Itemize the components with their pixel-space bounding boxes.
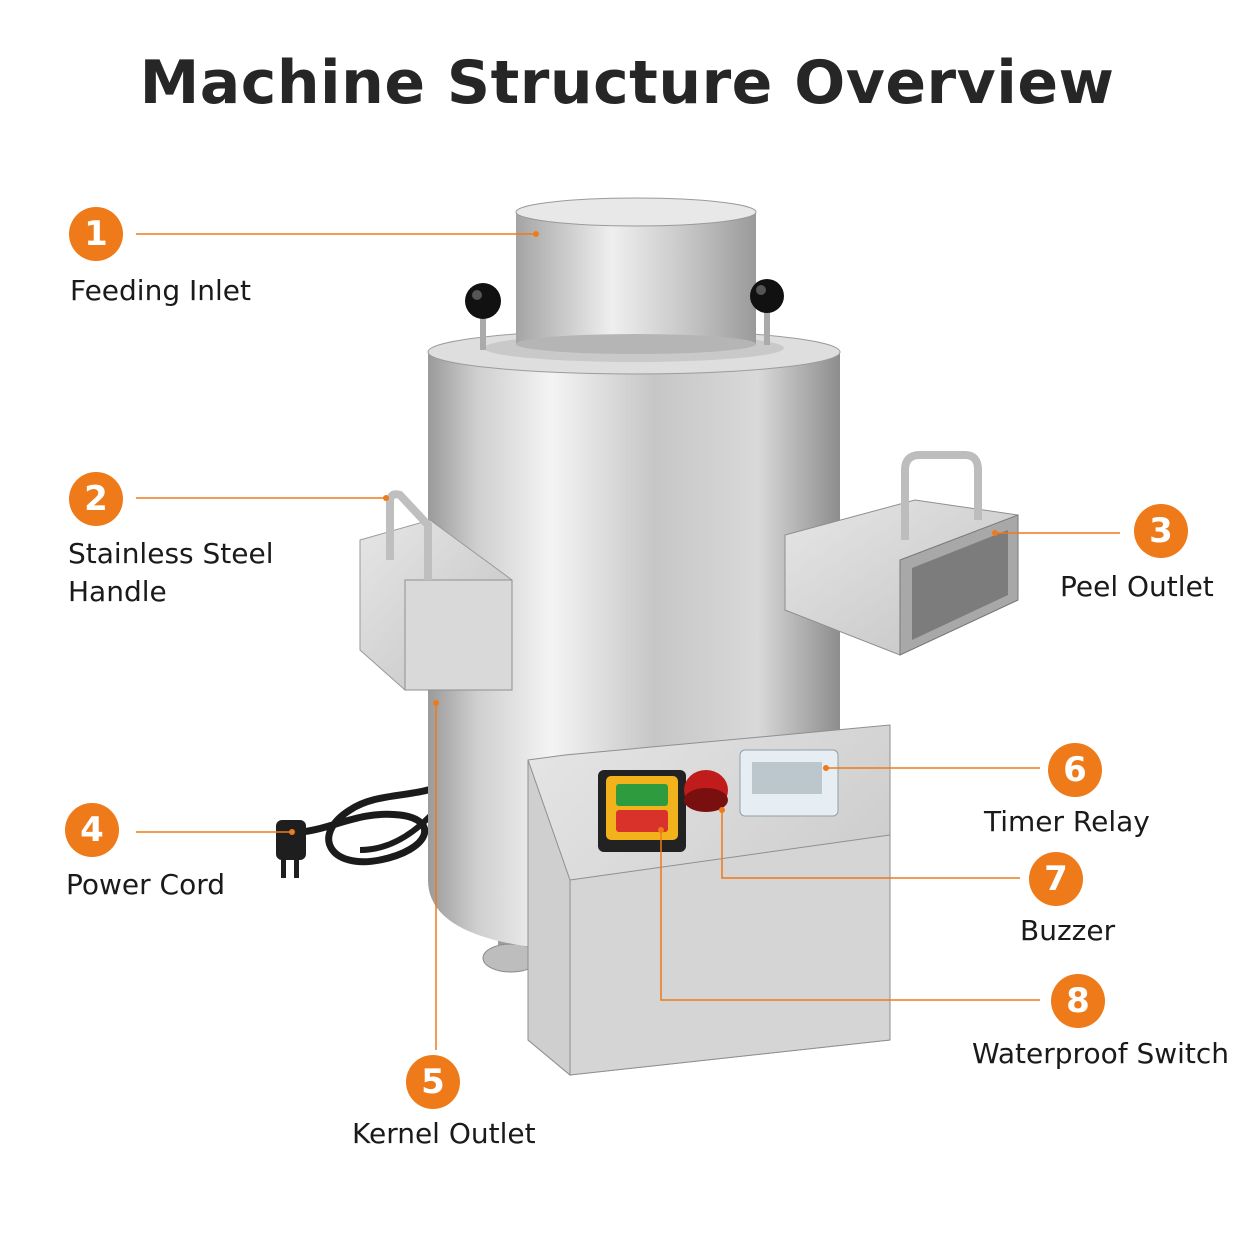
callout-1-label: Feeding Inlet [70,274,251,307]
callout-5-badge: 5 [406,1055,460,1109]
callout-2-label: Stainless Steel Handle [68,537,274,608]
callout-5-label: Kernel Outlet [352,1117,536,1150]
feeding-inlet-tube [515,197,757,354]
callout-8-badge: 8 [1051,974,1105,1028]
callout-2-badge: 2 [69,472,123,526]
leader-dots [289,231,998,835]
leader-lines [136,233,1120,1050]
page-title: Machine Structure Overview [139,48,1115,118]
callout-3-label: Peel Outlet [1060,570,1214,603]
lid-knobs [465,279,784,350]
callout-6-badge: 6 [1048,743,1102,797]
left-handle-box [359,490,513,691]
callout-7-label: Buzzer [1020,914,1116,947]
callout-4-label: Power Cord [66,868,226,901]
callout-8-label: Waterproof Switch [972,1037,1230,1070]
peel-outlet-box [784,451,1019,656]
callout-3-badge: 3 [1134,504,1188,558]
callout-7-badge: 7 [1029,852,1083,906]
callout-1-badge: 1 [69,207,123,261]
power-cord-illustration [276,776,455,878]
callout-6-label: Timer Relay [984,805,1150,838]
control-box [527,724,891,1077]
callout-4-badge: 4 [65,803,119,857]
